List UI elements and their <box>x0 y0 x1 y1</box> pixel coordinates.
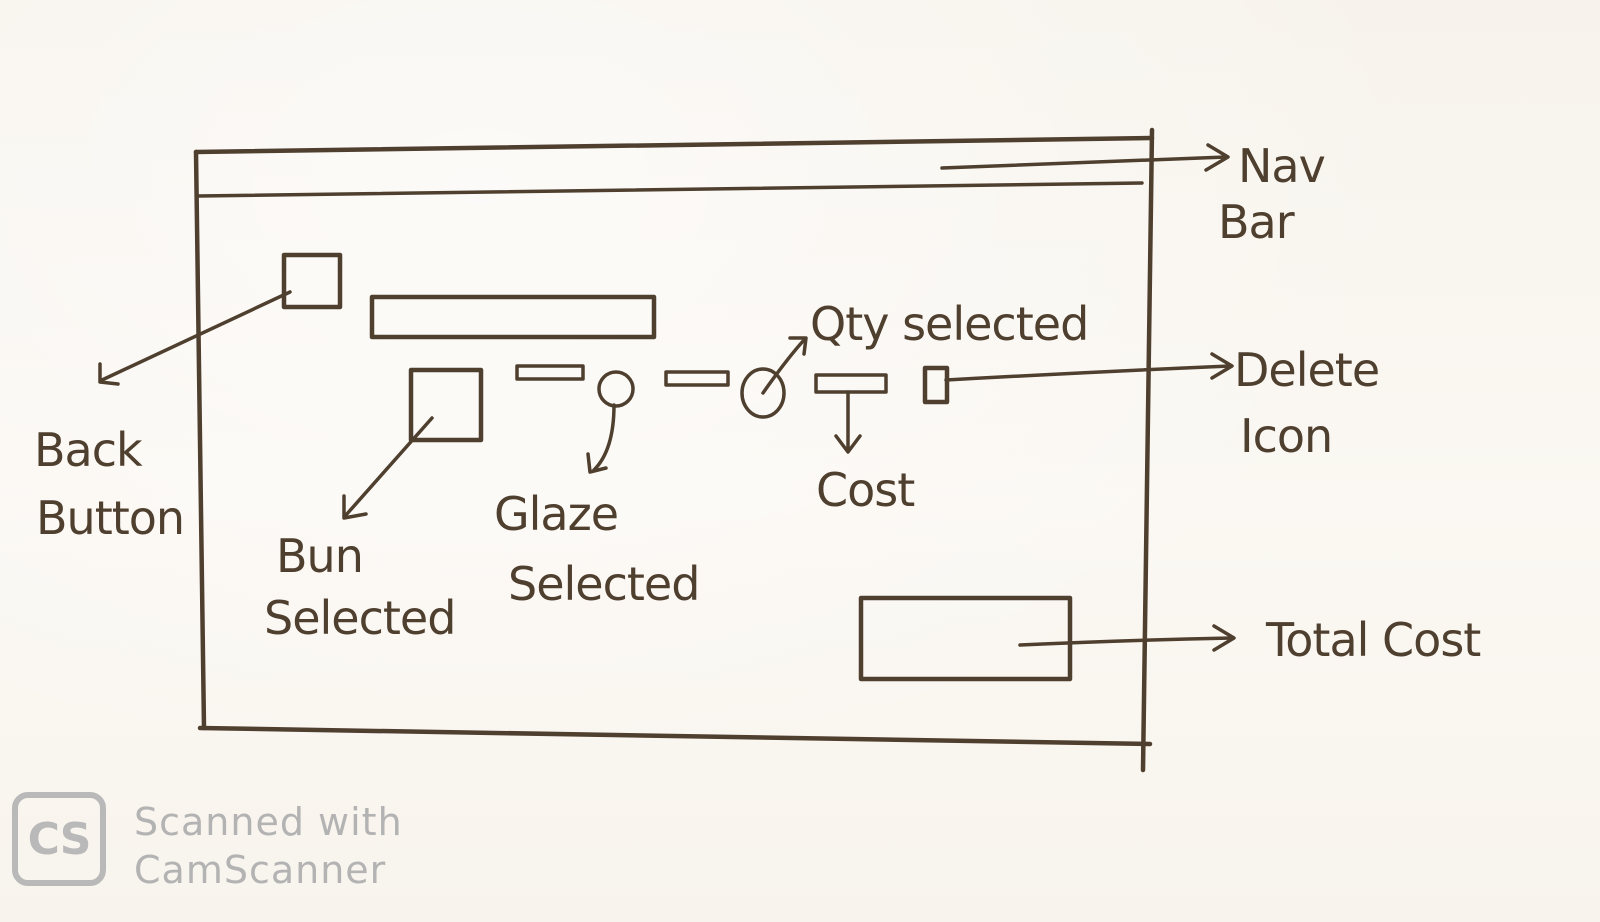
cost-wireframe <box>814 373 888 394</box>
annotation-arrows <box>98 143 1236 652</box>
label-total-cost: Total Cost <box>1265 613 1480 667</box>
total-cost-wireframe <box>858 595 1073 682</box>
watermark-line1: Scanned with <box>134 800 403 844</box>
label-bun-selected-line1: Bun <box>276 529 363 583</box>
label-glaze-selected-line2: Selected <box>508 557 699 611</box>
qty-text-wireframe <box>664 367 786 419</box>
nav-bar-wireframe <box>196 181 1144 198</box>
label-bun-selected-line2: Selected <box>264 591 455 645</box>
camscanner-logo-icon: CS <box>12 792 106 886</box>
glaze-text-wireframe <box>515 364 635 408</box>
delete-icon-wireframe <box>922 365 950 405</box>
label-back-button-line2: Button <box>36 491 184 545</box>
bun-image-wireframe <box>408 367 484 443</box>
watermark-line2: CamScanner <box>134 848 387 892</box>
watermark-text: Scanned with CamScanner <box>134 798 403 894</box>
label-back-button-line1: Back <box>34 423 143 477</box>
screen-frame <box>193 127 1155 773</box>
annotation-labels: Nav Bar Back Button Bun Selected Glaze S… <box>34 139 1481 667</box>
back-button-wireframe <box>281 252 343 310</box>
label-nav-bar-line2: Bar <box>1218 195 1295 249</box>
title-bar-wireframe <box>369 294 657 340</box>
label-delete-icon-line2: Icon <box>1240 409 1332 463</box>
label-glaze-selected-line1: Glaze <box>494 487 618 541</box>
label-nav-bar-line1: Nav <box>1238 139 1325 193</box>
label-delete-icon-line1: Delete <box>1234 343 1379 397</box>
camscanner-watermark: CS Scanned with CamScanner <box>12 792 432 892</box>
label-qty-selected: Qty selected <box>810 297 1088 351</box>
label-cost: Cost <box>816 463 914 517</box>
